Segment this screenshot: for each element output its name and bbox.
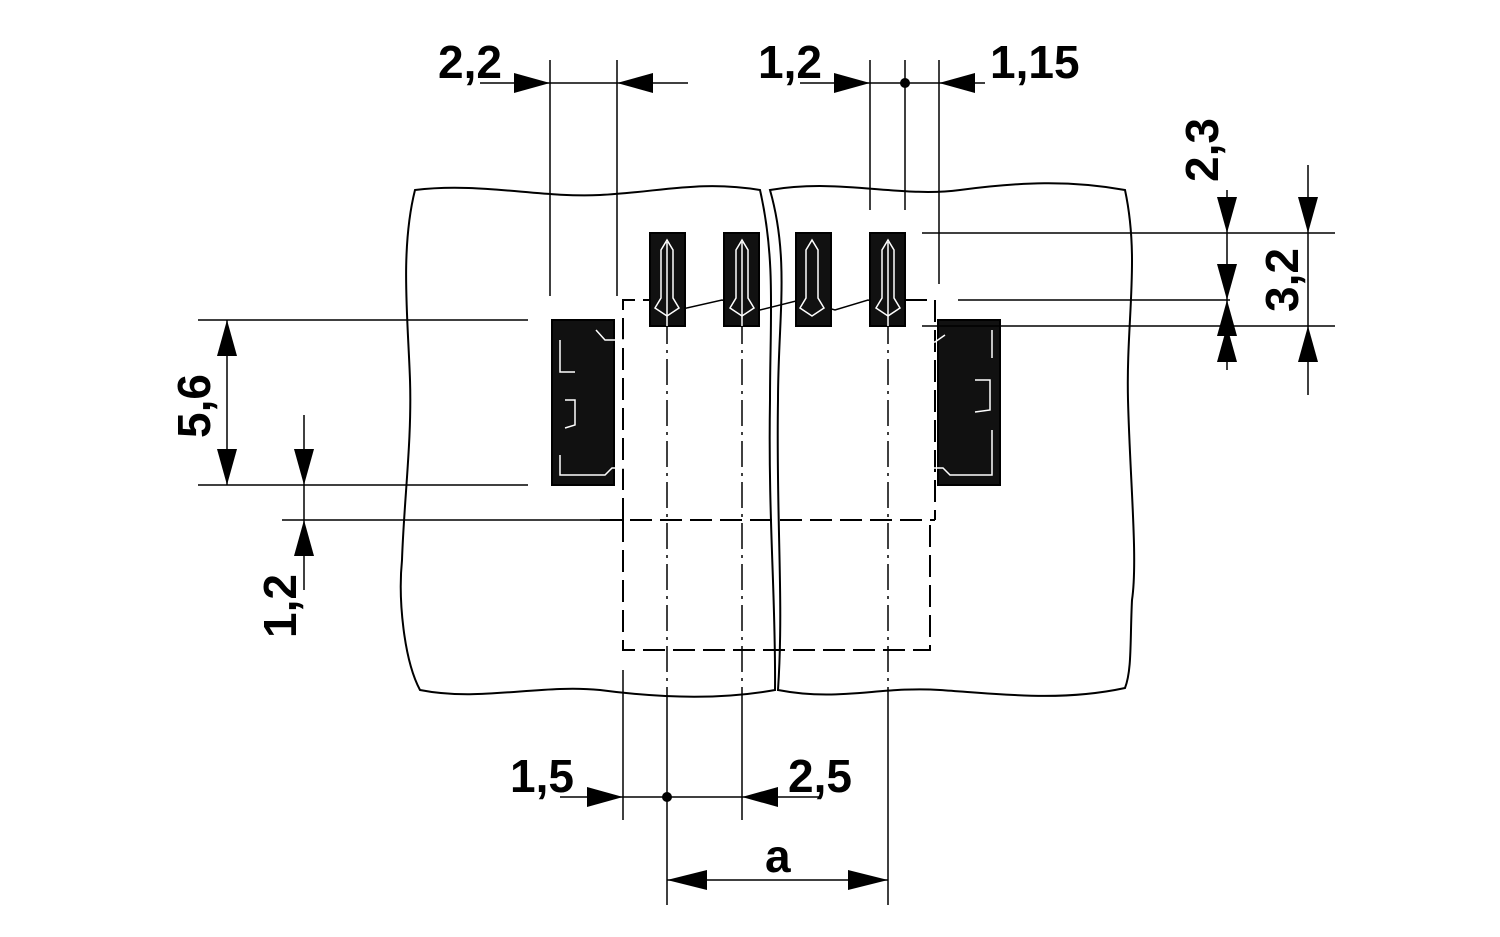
- dim-label-2-3-right: 2,3: [1176, 118, 1228, 182]
- dimension-5-6-left: 5,6: [168, 320, 237, 485]
- dimension-3-2-right: 3,2: [1256, 165, 1318, 395]
- pin-pad: [795, 232, 832, 327]
- board-right-half: [768, 182, 1136, 697]
- centerlines: [666, 318, 889, 700]
- dim-label-1-2-top: 1,2: [758, 36, 822, 88]
- dimension-2-3-right: 2,3: [1176, 118, 1237, 370]
- dimension-1-2-1-15-top: 1,2 1,15: [758, 36, 1080, 93]
- mounting-pad-left: [551, 319, 624, 486]
- dim-label-1-5-bottom: 1,5: [510, 750, 574, 802]
- board-left-half: [399, 185, 777, 698]
- pin-pad: [649, 232, 686, 327]
- dimension-2-2-top: 2,2: [438, 36, 688, 93]
- pin-pads: [649, 232, 906, 327]
- pin-pad: [723, 232, 760, 327]
- dim-label-a-pitch: a: [765, 830, 791, 882]
- dimension-a-pitch: a: [667, 830, 888, 890]
- extension-lines: [198, 60, 1335, 905]
- pin-pad: [869, 232, 906, 327]
- dim-label-2-2-top: 2,2: [438, 36, 502, 88]
- mounting-pad-right: [932, 319, 1001, 486]
- dimension-1-2-left: 1,2: [254, 415, 314, 638]
- dim-label-1-2-left: 1,2: [254, 574, 306, 638]
- dim-label-1-15-top: 1,15: [990, 36, 1080, 88]
- dimension-1-5-2-5-bottom: 1,5 2,5: [510, 750, 852, 807]
- mounting-pads: [551, 319, 1001, 486]
- dim-label-2-5-bottom: 2,5: [788, 750, 852, 802]
- dim-label-5-6-left: 5,6: [168, 374, 220, 438]
- component-outline-hidden: [600, 299, 936, 651]
- board-outline: [399, 182, 1136, 698]
- dim-label-3-2-right: 3,2: [1256, 248, 1308, 312]
